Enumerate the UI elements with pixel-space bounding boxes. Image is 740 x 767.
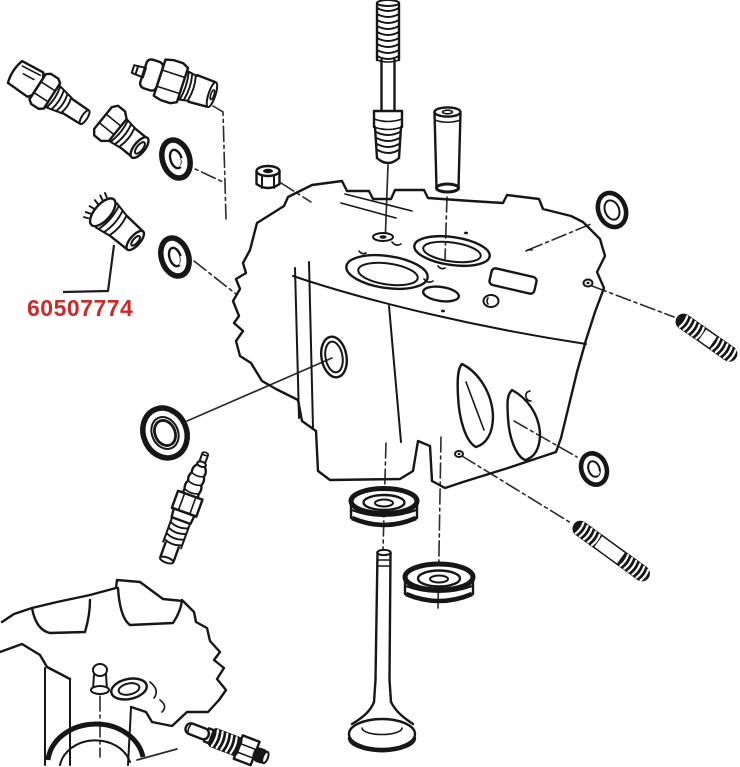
centerline-sensor-axis — [212, 105, 227, 220]
centerline-stud-upper — [591, 285, 675, 318]
plug-bore-arc — [45, 721, 146, 761]
plug-neck — [108, 215, 144, 251]
valve-neck — [350, 700, 415, 726]
head-rail-lines — [340, 193, 413, 219]
cylinder-head-side-view — [0, 578, 228, 766]
sensor-connector — [6, 59, 45, 99]
centerline-stud-lower — [461, 455, 572, 524]
exhaust-port-1 — [456, 362, 495, 449]
casting-marks — [358, 241, 532, 402]
valve-stem-seal-rear — [402, 561, 476, 604]
hex-plug — [92, 104, 150, 160]
centerline-plug-lower — [193, 260, 237, 295]
oval-hole — [421, 285, 461, 303]
stud-tip — [375, 156, 401, 165]
centerline-nut — [280, 182, 312, 203]
valve-guide — [433, 106, 462, 194]
leader-glow-plug — [136, 748, 178, 761]
hex-plug-head — [92, 104, 128, 143]
centerline-grommet — [513, 420, 578, 458]
stud-bore-upper — [582, 278, 594, 288]
valve-head — [347, 717, 417, 751]
part-number-label: 60507774 — [27, 295, 133, 321]
stud-collar — [372, 109, 404, 129]
side-view-arm — [0, 642, 72, 681]
seal-washer-upper — [159, 137, 193, 181]
stud-shank — [380, 58, 396, 112]
dot-hole-2 — [441, 309, 445, 313]
small-bore — [482, 294, 500, 308]
seal-washer-lower — [158, 235, 192, 279]
valve-pocket-front — [345, 253, 429, 291]
glow-plug — [184, 722, 270, 767]
plug-tip — [159, 541, 180, 563]
sealing-grommet — [578, 451, 610, 487]
exhaust-port-2 — [506, 388, 542, 462]
cup-plug-bore-mark — [525, 248, 533, 252]
switch-tip — [187, 73, 217, 108]
cylinder-head-outline — [231, 179, 607, 490]
leader-oring — [186, 357, 333, 422]
cup-plug — [595, 190, 629, 230]
side-view-outline — [0, 578, 228, 728]
head-top-front-edge — [292, 275, 587, 345]
cylinder-head — [231, 179, 607, 490]
oblong-port — [488, 267, 538, 295]
knurled-cap — [88, 197, 117, 228]
valve-pocket-rear — [413, 234, 491, 268]
side-port-ring — [319, 335, 349, 379]
valve-stem-seal-front — [348, 486, 420, 528]
o-ring-seal — [140, 405, 190, 461]
plug-hex — [170, 489, 204, 518]
sensor-tip — [61, 97, 90, 125]
dot-hole-1 — [464, 231, 468, 235]
pin-boss — [90, 663, 110, 695]
side-view-bosses — [30, 586, 184, 635]
head-edge-left — [294, 267, 300, 419]
stud-lower — [572, 520, 650, 582]
stud-upper — [675, 313, 738, 362]
plug-insulator — [181, 463, 208, 500]
centerline-cup-plug — [527, 223, 592, 251]
switch-hex — [152, 58, 190, 105]
sensor-hex — [28, 72, 62, 111]
threaded-plug-60507774 — [83, 192, 146, 252]
part-number-callout: 60507774 — [27, 244, 133, 321]
glow-plug-hex — [232, 734, 261, 767]
bore-boss — [110, 677, 148, 701]
exhaust-port-1-shade — [465, 381, 485, 431]
stud-bore-lower — [454, 450, 464, 458]
temperature-sensor — [6, 59, 91, 126]
part-number-leader — [62, 244, 116, 294]
centerline-valve-guide — [444, 196, 448, 260]
stud-hole — [372, 232, 394, 242]
thermo-switch — [130, 58, 219, 109]
head-edge-left-2 — [308, 261, 314, 429]
valve — [347, 548, 417, 753]
head-face-divider — [388, 305, 402, 443]
spark-plug — [159, 451, 210, 565]
valve-stem — [374, 551, 392, 682]
hex-nut — [255, 164, 281, 190]
adjusting-stud — [372, 0, 404, 165]
